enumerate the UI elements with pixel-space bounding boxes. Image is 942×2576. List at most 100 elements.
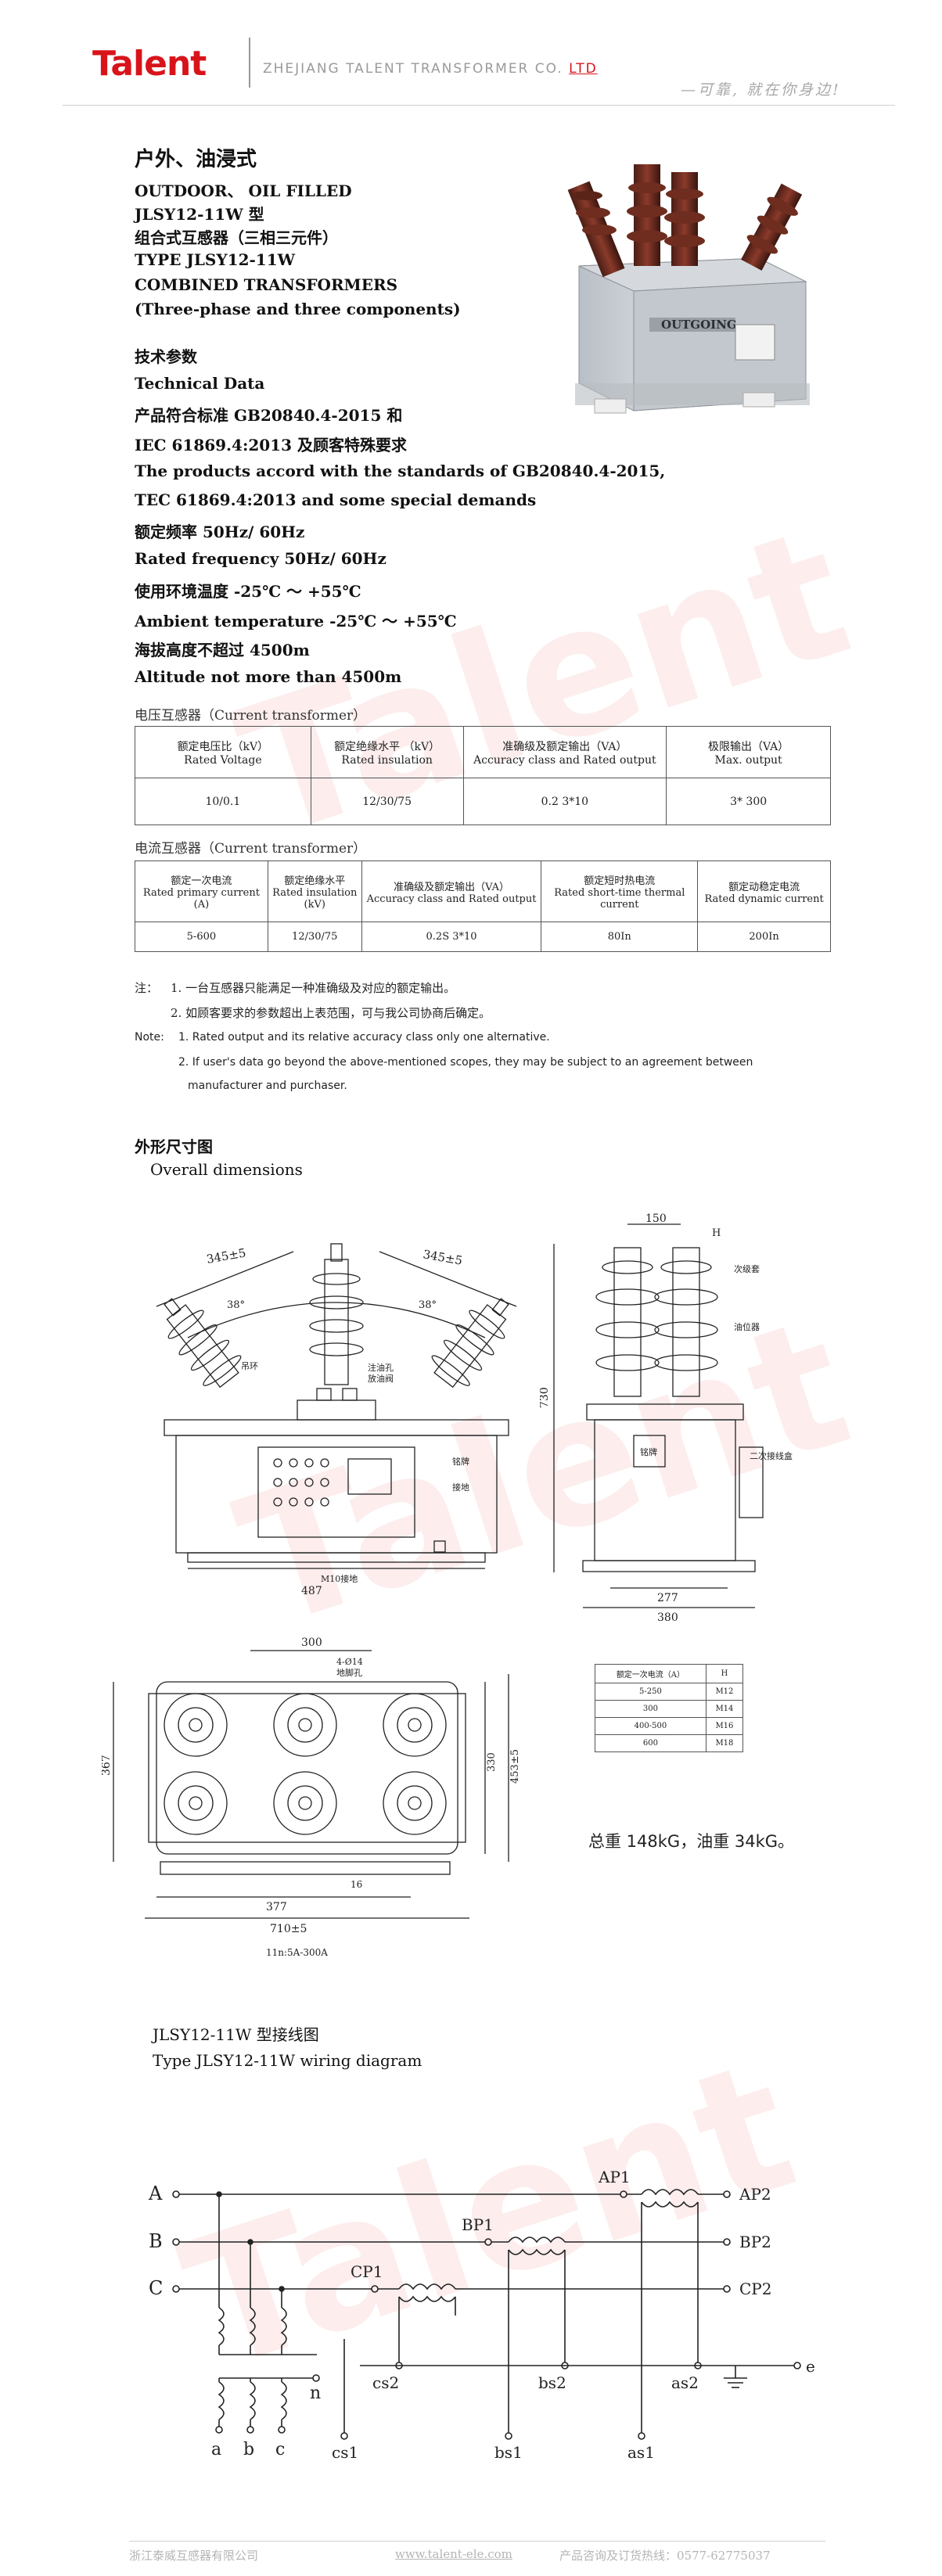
top-dim-right-2: 453±5 (509, 1749, 521, 1784)
ct-table-caption: 电流互感器（Current transformer） (135, 841, 367, 857)
table-row: 400-500 M16 (595, 1717, 744, 1735)
phase-a-label: A (148, 2183, 163, 2204)
table-header-cell: 极限输出（VA）Max. output (666, 726, 831, 778)
front-dim-left: 345±5 (206, 1245, 247, 1266)
table-header-cell: H (705, 1664, 744, 1683)
side-label-b: 油位器 (734, 1321, 760, 1332)
table-cell: 3* 300 (666, 778, 831, 825)
side-dim-base-2: 380 (657, 1611, 678, 1624)
product-photo: OUTGOING (567, 164, 810, 414)
front-dim-bottom: 487 (301, 1585, 322, 1597)
components-en: (Three-phase and three components) (135, 300, 461, 318)
side-label-plate: 铭牌 (640, 1446, 657, 1457)
top-dim-top: 300 (301, 1636, 322, 1649)
as1-label: as1 (627, 2443, 655, 2462)
cp2-label: CP2 (739, 2280, 771, 2298)
standard-en-1: The products accord with the standards o… (135, 462, 666, 480)
note-cn-1: 1. 一台互感器只能满足一种准确级及对应的额定输出。 (171, 981, 456, 995)
table-row: 600 M18 (595, 1734, 744, 1752)
wiring-heading-cn: JLSY12-11W 型接线图 (153, 2025, 319, 2044)
bp1-label: BP1 (462, 2215, 494, 2234)
top-dim-left: 367 (102, 1755, 113, 1776)
standard-cn-2: IEC 61869.4:2013 及顾客特殊要求 (135, 436, 407, 454)
table-cell: 0.2S 3*10 (361, 922, 542, 952)
side-dim-top: 150 (645, 1213, 667, 1225)
header-rule (63, 105, 895, 106)
front-label-f: M10接地 (321, 1574, 358, 1584)
top-dim-inner: 377 (266, 1901, 287, 1913)
h-size-table: 额定一次电流（A） H 5-250 M12 300 M14 400-500 M1… (595, 1664, 744, 1752)
note-en-2b: manufacturer and purchaser. (188, 1080, 347, 1092)
bp2-label: BP2 (739, 2233, 771, 2251)
specs-heading-cn: 技术参数 (135, 347, 197, 366)
note-cn-2: 2. 如顾客要求的参数超出上表范围，可与我公司协商后确定。 (171, 1006, 491, 1020)
front-label-c: 放油阀 (368, 1373, 394, 1384)
table-row: 5-600 12/30/75 0.2S 3*10 80In 200In (135, 922, 831, 952)
total-weight: 总重 148kG，油重 34kG。 (588, 1832, 795, 1851)
dimensions-heading-en: Overall dimensions (150, 1160, 303, 1179)
top-dim-mid: 16 (351, 1879, 362, 1890)
temperature-cn: 使用环境温度 -25℃ ～ +55℃ (135, 582, 361, 601)
side-view-drawing: 150 H 730 次级套 油位器 铭牌 二次接线盒 277 380 (540, 1213, 793, 1624)
footer-company: 浙江泰威互感器有限公司 (129, 2549, 259, 2563)
table-row: 10/0.1 12/30/75 0.2 3*10 3* 300 (135, 778, 831, 825)
front-view-drawing: 345±5 345±5 38° 38° 吊环 注油孔 放油阀 (156, 1243, 517, 1597)
table-cell: 12/30/75 (267, 922, 362, 952)
table-header-cell: 额定绝缘水平 （kV）Rated insulation (310, 726, 464, 778)
front-label-b: 注油孔 (368, 1362, 394, 1373)
table-cell: 200In (697, 922, 831, 952)
frequency-en: Rated frequency 50Hz/ 60Hz (135, 549, 387, 568)
top-dim-right-1: 330 (486, 1752, 498, 1772)
company-logo: Talent (92, 44, 207, 84)
table-cell: 300 (595, 1700, 706, 1718)
phase-b-label: B (149, 2230, 163, 2252)
side-dim-base-1: 277 (657, 1592, 678, 1604)
sec-a-label: a (211, 2440, 221, 2459)
footer-hotline: 产品咨询及订货热线：0577-62775037 (559, 2549, 771, 2563)
table-cell: 600 (595, 1734, 706, 1752)
e-label: e (806, 2357, 815, 2376)
front-angle-right: 38° (419, 1299, 437, 1311)
front-angle-left: 38° (227, 1299, 245, 1311)
table-cell: M14 (705, 1700, 744, 1718)
page-header: Talent ZHEJIANG TALENT TRANSFORMER CO. L… (0, 0, 942, 110)
photo-outgoing-label: OUTGOING (661, 318, 737, 332)
top-dim-hole: 4-Ø14 (336, 1657, 363, 1667)
sec-b-label: b (243, 2440, 254, 2459)
model-cn: JLSY12-11W 型 (135, 205, 264, 224)
temperature-en: Ambient temperature -25℃ ～ +55℃ (135, 612, 457, 631)
altitude-cn: 海拔高度不超过 4500m (135, 641, 310, 659)
sec-n-label: n (310, 2384, 321, 2403)
product-cn: 组合式互感器（三相三元件） (135, 228, 338, 247)
note-en-2a: 2. If user's data go beyond the above-me… (178, 1056, 753, 1069)
wiring-heading-en: Type JLSY12-11W wiring diagram (153, 2051, 422, 2070)
ap2-label: AP2 (739, 2185, 771, 2204)
bs1-label: bs1 (494, 2443, 523, 2462)
table-cell: 0.2 3*10 (462, 778, 667, 825)
table-cell: 12/30/75 (310, 778, 464, 825)
table-header-cell: 准确级及额定输出（VA）Accuracy class and Rated out… (361, 860, 542, 922)
table-row: 300 M14 (595, 1700, 744, 1718)
category-en: OUTDOOR、 OIL FILLED (135, 181, 352, 200)
table-cell: M12 (705, 1683, 744, 1701)
table-cell: 80In (541, 922, 699, 952)
cp1-label: CP1 (351, 2262, 383, 2281)
standard-cn-1: 产品符合标准 GB20840.4-2015 和 (135, 406, 403, 425)
model-en: TYPE JLSY12-11W (135, 250, 296, 269)
footer-url-link[interactable]: www.talent-ele.com (395, 2547, 512, 2561)
notes-label-cn: 注： (135, 981, 159, 995)
logo-divider (249, 38, 250, 88)
table-cell: M18 (705, 1734, 744, 1752)
vt-table: 额定电压比（kV）Rated Voltage 额定绝缘水平 （kV）Rated … (135, 726, 831, 825)
footer-rule (129, 2541, 825, 2542)
side-dim-height: 730 (540, 1387, 551, 1408)
side-dim-h: H (712, 1227, 721, 1239)
table-header-row: 额定电压比（kV）Rated Voltage 额定绝缘水平 （kV）Rated … (135, 726, 831, 778)
bs2-label: bs2 (538, 2373, 566, 2392)
notes-label-en: Note: (135, 1031, 164, 1044)
company-name: ZHEJIANG TALENT TRANSFORMER CO. LTD (263, 61, 598, 77)
cs1-label: cs1 (332, 2443, 358, 2462)
standard-en-2: TEC 61869.4:2013 and some special demand… (135, 490, 537, 509)
